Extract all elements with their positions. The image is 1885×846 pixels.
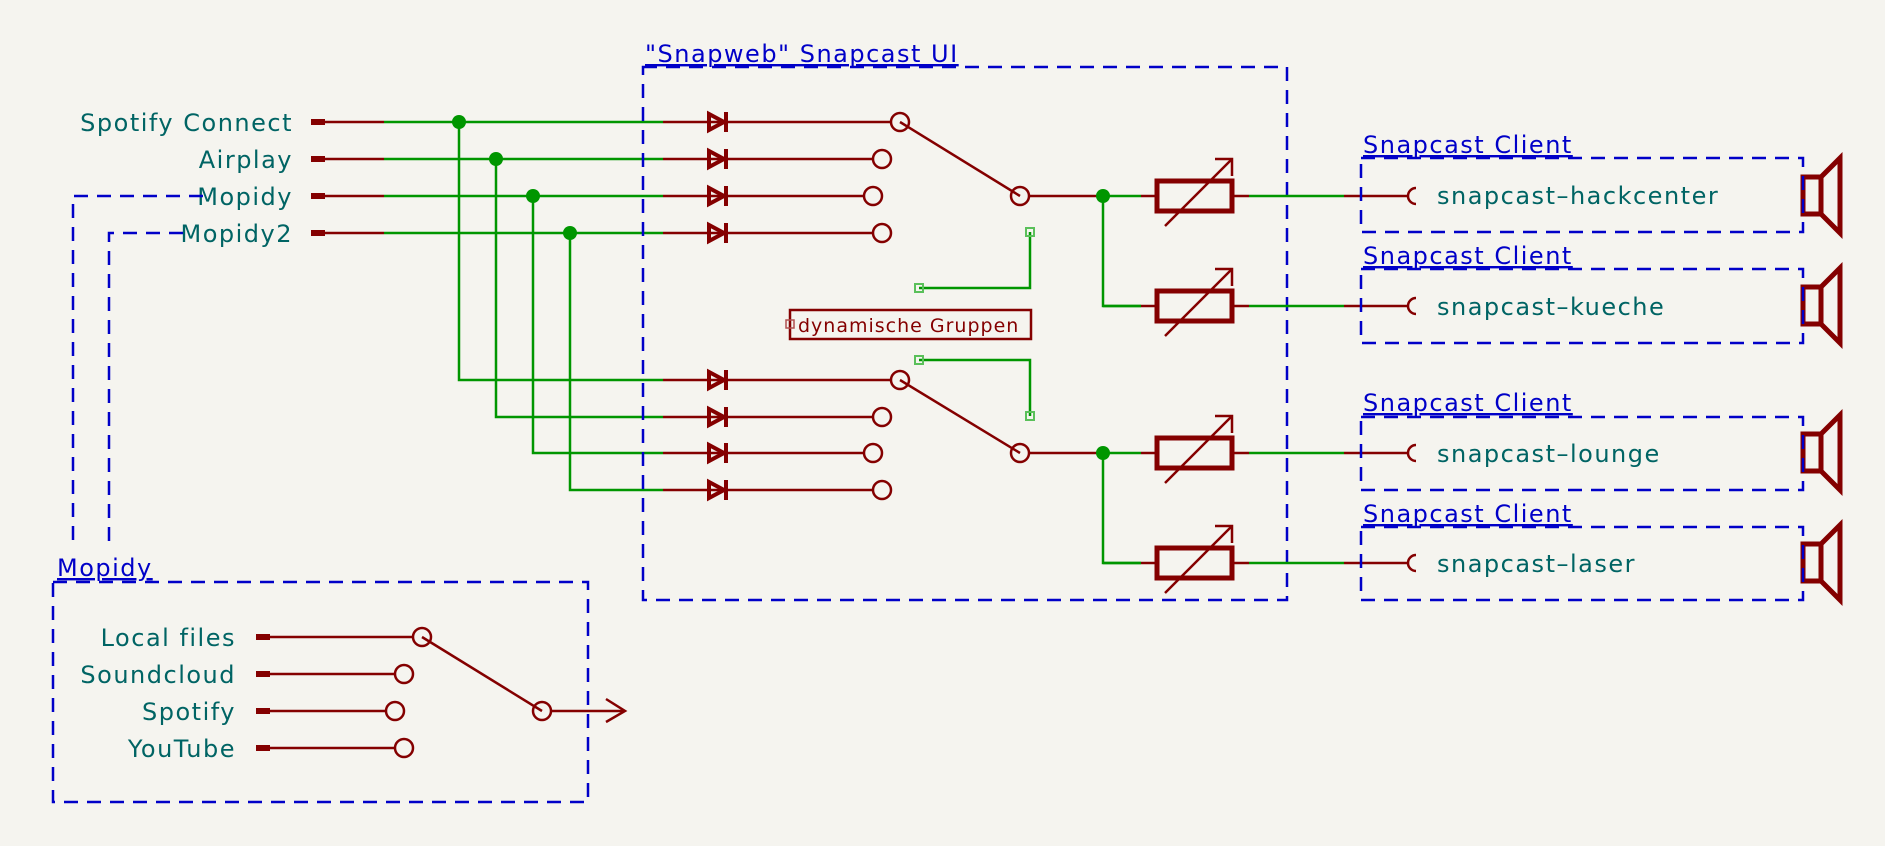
client-title: Snapcast Client (1363, 500, 1573, 528)
switch-contact-icon (889, 111, 911, 133)
client-title: Snapcast Client (1363, 389, 1573, 417)
client-title: Snapcast Client (1363, 242, 1573, 270)
junction-icon (526, 189, 540, 203)
outputs (1029, 151, 1843, 607)
diode-icon (707, 441, 729, 465)
wire (1101, 453, 1141, 565)
snapweb-block: "Snapweb" Snapcast UI (641, 40, 1289, 602)
source-label-airplay: Airplay (199, 146, 293, 174)
mopidy-input-soundcloud: Soundcloud (80, 661, 236, 689)
source-label-spotify-connect: Spotify Connect (80, 109, 293, 137)
switch-group-1 (663, 110, 1031, 245)
diode-icon (707, 110, 729, 134)
mopidy-input-local-files: Local files (101, 624, 236, 652)
wire (457, 122, 663, 382)
speaker-icon (1800, 408, 1843, 497)
source-wires (311, 115, 663, 492)
wire (531, 196, 663, 455)
client-blocks: Snapcast Client snapcast–hackcenter Snap… (1359, 131, 1805, 602)
client-name: snapcast–kueche (1437, 293, 1665, 321)
speaker-icon (1800, 261, 1843, 350)
connector-icon (1406, 553, 1417, 573)
speaker-icon (1800, 518, 1843, 607)
dynamic-groups-annotation: dynamische Gruppen (785, 227, 1035, 421)
diode-icon (707, 221, 729, 245)
switch-contact-icon (871, 479, 893, 501)
client-block-lounge: Snapcast Client snapcast–lounge (1359, 389, 1805, 492)
mopidy-input-spotify: Spotify (142, 698, 236, 726)
junction-icon (489, 152, 503, 166)
switch-icon (899, 378, 1021, 455)
client-block-laser: Snapcast Client snapcast–laser (1359, 500, 1805, 602)
diode-icon (707, 405, 729, 429)
source-label-mopidy2: Mopidy2 (181, 220, 294, 248)
switch-contact-icon (862, 185, 884, 207)
switch-contact-icon (871, 148, 893, 170)
variable-resistor-icon (1154, 157, 1235, 227)
snapweb-border (641, 65, 1289, 602)
switch-icon (384, 626, 553, 759)
source-labels: Spotify Connect Airplay Mopidy Mopidy2 (80, 109, 294, 248)
source-label-mopidy: Mopidy (197, 183, 293, 211)
switch-contact-icon (862, 442, 884, 464)
mopidy-title: Mopidy (57, 554, 153, 582)
mopidy-link-lines (71, 194, 203, 545)
client-name: snapcast–hackcenter (1437, 182, 1719, 210)
snapweb-title: "Snapweb" Snapcast UI (645, 40, 959, 68)
wire (568, 233, 663, 492)
diode-icon (707, 147, 729, 171)
connector-icon (1406, 443, 1417, 463)
connector-icon (1406, 296, 1417, 316)
diode-icon (707, 478, 729, 502)
wire (1101, 196, 1141, 308)
junction-icon (563, 226, 577, 240)
mopidy-block: Mopidy Local files Soundcloud Spotify Yo… (51, 554, 628, 804)
speaker-icon (1800, 151, 1843, 240)
wire (494, 159, 663, 419)
client-name: snapcast–lounge (1437, 440, 1661, 468)
connector-icon (1406, 186, 1417, 206)
client-block-kueche: Snapcast Client snapcast–kueche (1359, 242, 1805, 345)
variable-resistor-icon (1154, 414, 1235, 484)
junction-icon (452, 115, 466, 129)
switch-contact-icon (889, 369, 911, 391)
mopidy-input-youtube: YouTube (127, 735, 236, 763)
diode-icon (707, 184, 729, 208)
variable-resistor-icon (1154, 267, 1235, 337)
dynamic-groups-label: dynamische Gruppen (798, 315, 1019, 337)
switch-contact-icon (871, 222, 893, 244)
client-name: snapcast–laser (1437, 550, 1636, 578)
mopidy-border (51, 580, 590, 804)
diode-icon (707, 368, 729, 392)
switch-group-2 (663, 368, 1031, 502)
client-title: Snapcast Client (1363, 131, 1573, 159)
switch-groups (663, 110, 1031, 502)
switch-icon (899, 120, 1021, 198)
arrow-icon (605, 697, 628, 724)
switch-contact-icon (871, 406, 893, 428)
client-block-hackcenter: Snapcast Client snapcast–hackcenter (1359, 131, 1805, 234)
variable-resistor-icon (1154, 524, 1235, 594)
